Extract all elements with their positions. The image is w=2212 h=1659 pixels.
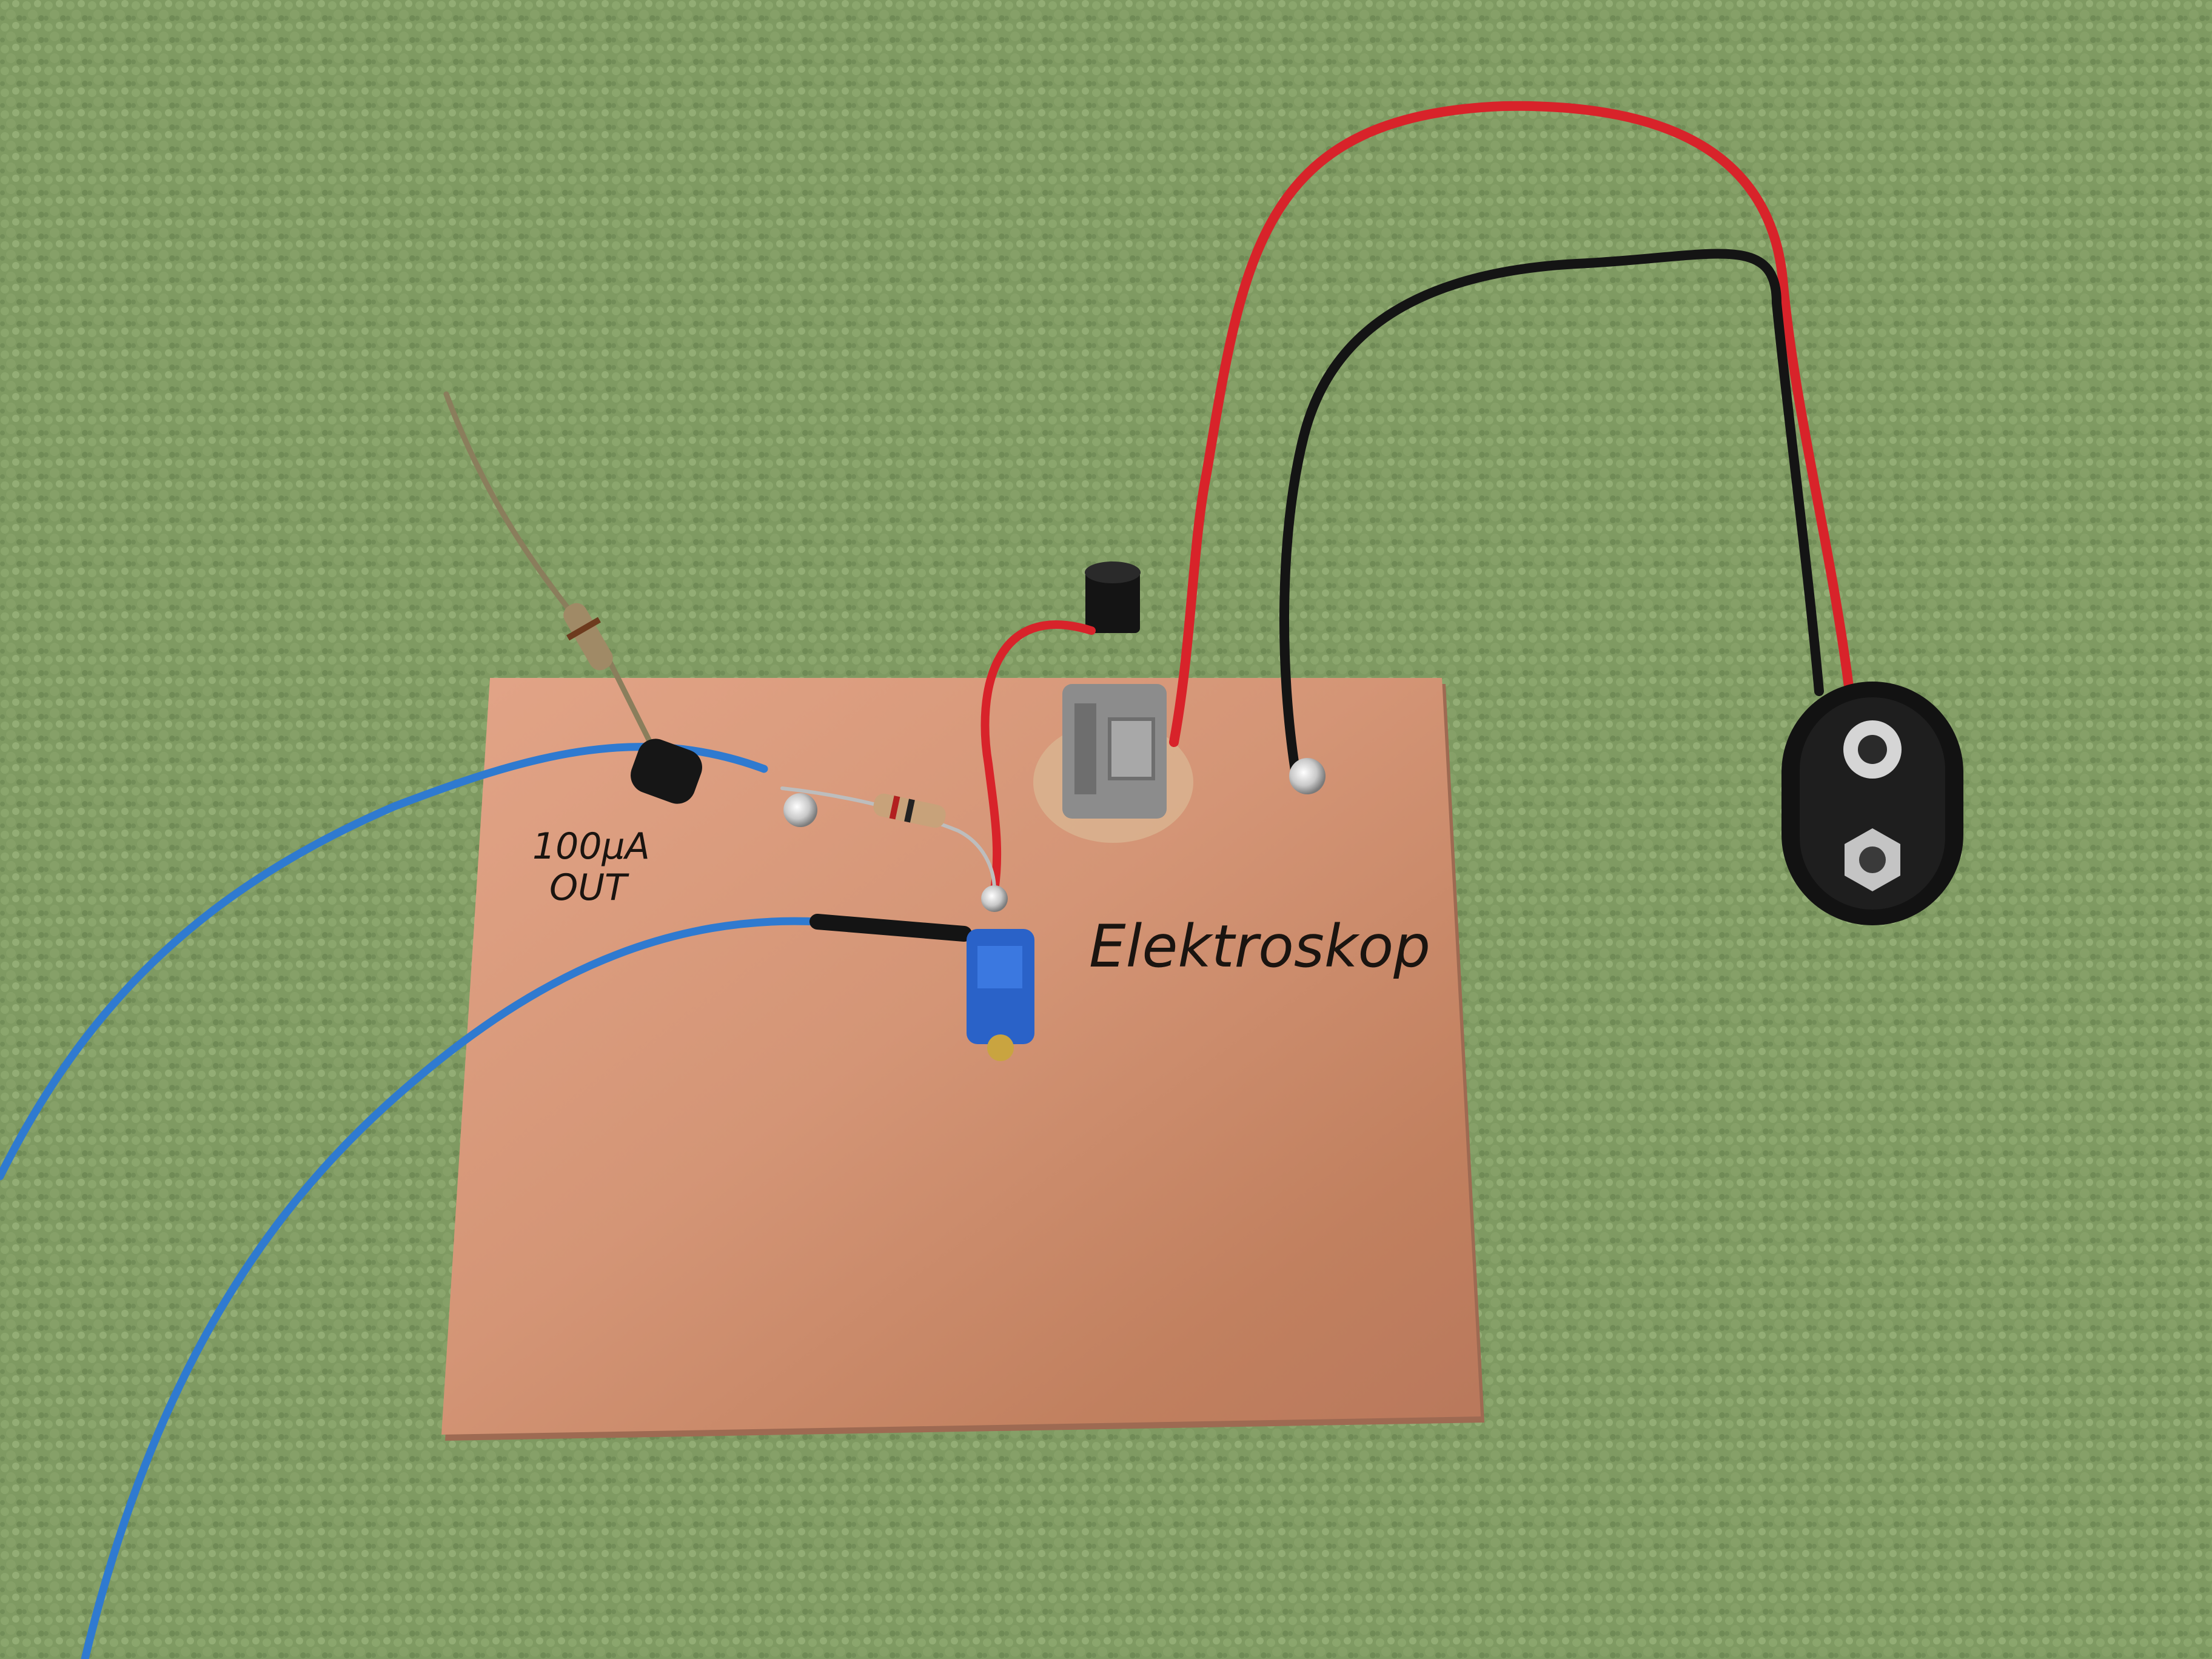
resistor-antenna — [563, 603, 613, 671]
solder-joints — [783, 758, 1326, 912]
output-label-line1: 100µA — [532, 825, 650, 868]
output-label-line2: OUT — [549, 866, 629, 909]
resistor-series — [873, 793, 946, 828]
battery-snap-icon — [1781, 682, 1963, 925]
transistor — [631, 739, 702, 804]
copper-board — [441, 678, 1484, 1441]
trimmer-potentiometer — [967, 929, 1034, 1061]
wire-set — [0, 101, 1854, 1659]
board-title-text: Elektroskop — [1089, 913, 1430, 980]
slide-switch-icon — [1033, 561, 1193, 843]
